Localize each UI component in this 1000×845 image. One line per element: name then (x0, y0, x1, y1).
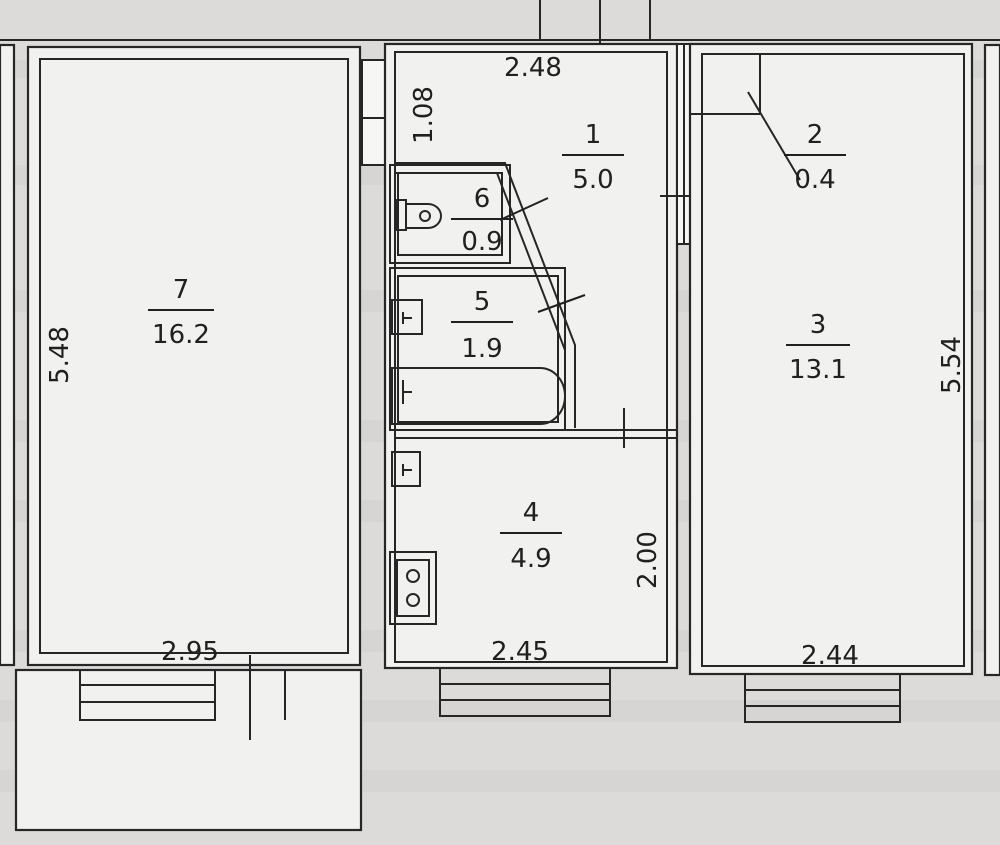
balcony-7 (14, 655, 363, 832)
room-label-6: 6 0.9 (451, 184, 513, 257)
room-label-1: 1 5.0 (562, 120, 624, 195)
dim-room3-length: 5.54 (937, 336, 967, 394)
room-area: 0.9 (461, 227, 502, 257)
room-number: 2 (807, 120, 824, 150)
dim-corridor-width: 2.48 (504, 53, 562, 83)
left-neighbor-wall (0, 43, 16, 667)
kitchen-sink-icon (391, 451, 421, 487)
room-7 (26, 45, 362, 667)
dim-room7-width: 2.95 (161, 637, 219, 667)
room-area: 16.2 (152, 320, 210, 350)
room-number: 5 (474, 287, 491, 317)
dim-corridor-depth: 1.08 (409, 86, 439, 144)
room-number: 3 (810, 310, 827, 340)
room-label-7: 7 16.2 (148, 275, 214, 350)
room-label-5: 5 1.9 (451, 287, 513, 364)
room-number: 4 (523, 498, 540, 528)
dim-kitchen-width: 2.45 (491, 637, 549, 667)
room-2-closet (690, 54, 801, 181)
room-3 (688, 42, 974, 676)
dim-kitchen-depth: 2.00 (633, 531, 663, 589)
room-area: 13.1 (789, 355, 847, 385)
sink-icon (391, 299, 423, 335)
dim-room7-length: 5.48 (45, 326, 75, 384)
room-number: 6 (474, 184, 491, 214)
central-block (383, 42, 679, 670)
room-number: 7 (173, 275, 190, 305)
kitchen-partition (395, 408, 677, 448)
room-area: 5.0 (572, 165, 613, 195)
dim-room3-width: 2.44 (801, 641, 859, 671)
room-label-4: 4 4.9 (500, 498, 562, 574)
bathtub-icon (391, 367, 566, 425)
partition-wall (361, 59, 387, 166)
window-room-3 (744, 673, 901, 723)
window-kitchen (439, 667, 611, 717)
room-number: 1 (585, 120, 602, 150)
room-label-2: 2 0.4 (784, 120, 846, 195)
room-label-3: 3 13.1 (786, 310, 850, 385)
room-area: 4.9 (510, 544, 551, 574)
toilet-icon (395, 199, 442, 231)
room-area: 0.4 (794, 165, 835, 195)
room-area: 1.9 (461, 334, 502, 364)
right-neighbor-wall (983, 43, 1000, 677)
stove-icon (389, 551, 437, 625)
